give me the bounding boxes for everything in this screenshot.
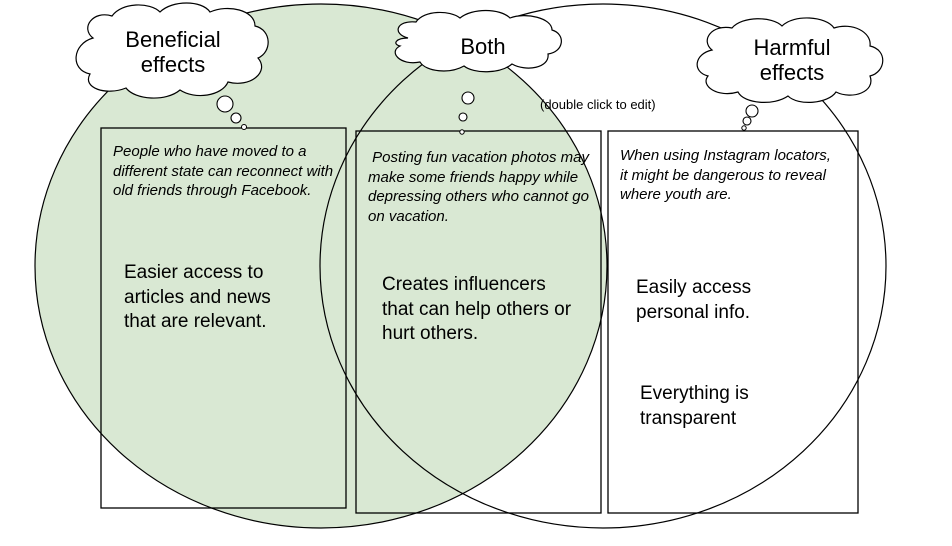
harmful-cloud-title: Harmful effects xyxy=(753,35,831,86)
beneficial-box[interactable] xyxy=(100,127,347,509)
both-thought-cloud[interactable] xyxy=(394,9,562,135)
beneficial-example-note: People who have moved to a different sta… xyxy=(113,143,334,199)
harmful-circle[interactable] xyxy=(319,3,887,529)
beneficial-thought-cloud[interactable] xyxy=(75,2,269,130)
both-box[interactable] xyxy=(355,130,602,514)
harmful-main-point-1: Easily access personal info. xyxy=(636,277,752,323)
harmful-main-point-2: Everything is transparent xyxy=(640,383,749,429)
both-cloud-title: Both xyxy=(460,34,506,59)
harmful-thought-cloud[interactable] xyxy=(696,17,884,131)
beneficial-cloud-title: Beneficial effects xyxy=(125,27,221,78)
edit-hint: (double click to edit) xyxy=(540,97,656,112)
beneficial-circle[interactable] xyxy=(34,3,608,529)
harmful-box[interactable] xyxy=(607,130,859,514)
harmful-example-note: When using Instagram locators, it might … xyxy=(620,147,831,203)
beneficial-main-point: Easier access to articles and news that … xyxy=(124,262,271,333)
both-example-note: Posting fun vacation photos may make som… xyxy=(368,149,594,225)
both-main-point: Creates influencers that can help others… xyxy=(382,274,572,345)
